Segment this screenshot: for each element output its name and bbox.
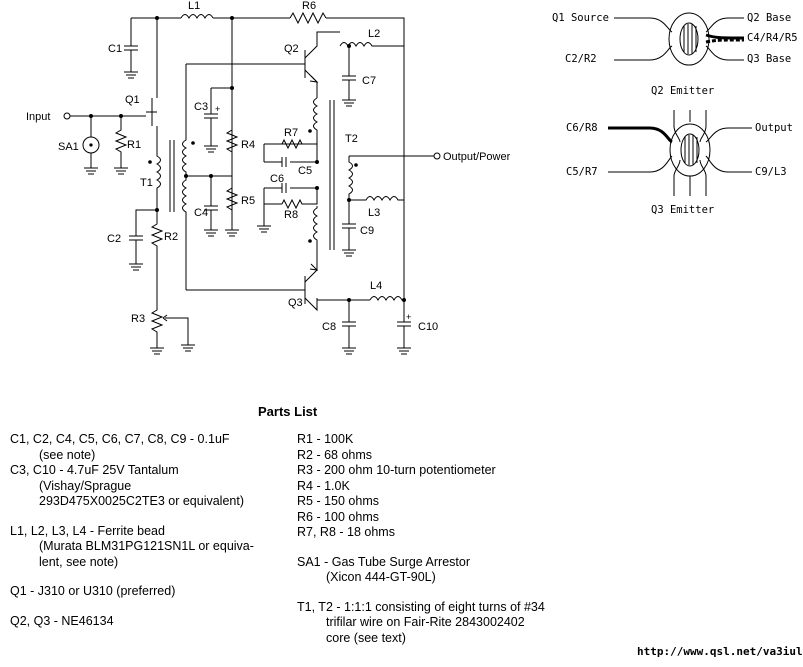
c10-capacitor [397,300,411,355]
parts-list-line: Q1 - J310 or U310 (preferred) [10,584,176,598]
parts-list-line: (Xicon 444-GT-90L) [326,570,436,584]
t2-c6-r8-label: C6/R8 [566,122,598,134]
r1-resistor [114,116,128,175]
c7-capacitor [342,46,356,107]
c2-label: C2 [107,233,121,245]
r8-label: R8 [284,209,298,221]
parts-list-line: 293D475X0025C2TE3 or equivalent) [39,494,244,508]
parts-list-line: R2 - 68 ohms [297,447,373,462]
output-label: Output/Power [443,151,511,163]
c1-capacitor [124,18,138,79]
parts-list-line: R3 - 200 ohm 10-turn potentiometer [297,463,496,477]
c4-label: C4 [194,207,208,219]
l2-label: L2 [368,28,380,40]
r3-label: R3 [131,313,145,325]
l1-inductor [180,14,214,20]
svg-text:+: + [215,104,220,114]
r4-label: R4 [241,139,255,151]
parts-list-left-column: C1, C2, C4, C5, C6, C7, C8, C9 - 0.1uF(s… [10,432,254,629]
l3-label: L3 [368,207,380,219]
c6-label: C6 [270,173,284,185]
c6-capacitor [281,183,287,193]
parts-list-line: lent, see note) [39,554,119,569]
parts-list-line: core (see text) [326,630,406,645]
r6-resistor [289,11,327,25]
c5-label: C5 [298,165,312,177]
toroid1-diagram: Q1 Source C2/R2 Q2 Base C4/R4/R5 Q3 Base [552,12,798,66]
parts-list-line: (Vishay/Sprague [39,478,132,493]
parts-list-line: R6 - 100 ohms [297,509,379,524]
parts-list: Parts List C1, C2, C4, C5, C6, C7, C8, C… [0,400,803,667]
r2-label: R2 [164,231,178,243]
parts-list-line: R5 - 150 ohms [297,494,379,508]
r7-label: R7 [284,127,298,139]
r2-resistor [150,210,164,300]
r1-label: R1 [127,139,141,151]
t2-output-label: Output [755,122,793,134]
q1-label: Q1 [125,94,140,106]
input-label: Input [26,111,50,123]
t2-q3-emitter-label: Q3 Emitter [651,204,714,216]
l4-label: L4 [370,280,382,292]
toroid2-diagram: Q2 Emitter C6/R8 C5/R7 Output C9/L3 Q3 E… [566,85,793,216]
c8-capacitor [342,300,356,355]
r7-resistor [264,138,303,150]
t2-c5-r7-label: C5/R7 [566,166,598,178]
parts-list-line [10,600,254,614]
r3-potentiometer [150,300,164,355]
q3-label: Q3 [288,297,303,309]
sa1-label: SA1 [58,141,79,153]
parts-list-line: (see note) [39,447,96,462]
q3-transistor [309,263,319,271]
r5-label: R5 [241,195,255,207]
parts-list-line: R4 - 1.0K [297,478,350,493]
parts-list-line: trifilar wire on Fair-Rite 2843002402 [326,615,525,629]
c9-label: C9 [360,225,374,237]
t1-c2-r2-label: C2/R2 [565,53,597,65]
parts-list-line [297,541,545,555]
r4-resistor [225,129,239,153]
c7-label: C7 [362,75,376,87]
parts-list-line: R7, R8 - 18 ohms [297,525,395,539]
parts-list-line: L1, L2, L3, L4 - Ferrite bead [10,523,165,538]
t1-label: T1 [140,177,153,189]
parts-list-line: R1 - 100K [297,432,354,446]
t2-c9-l3-label: C9/L3 [755,166,787,178]
l1-label: L1 [188,0,200,12]
r6-label: R6 [302,0,316,12]
t2-label: T2 [345,133,358,145]
c10-label: C10 [418,321,438,333]
c8-label: C8 [322,321,336,333]
parts-list-line [297,586,545,600]
parts-list-line: C1, C2, C4, C5, C6, C7, C8, C9 - 0.1uF [10,432,230,446]
parts-list-line: C3, C10 - 4.7uF 25V Tantalum [10,463,179,477]
q2-transistor [309,75,319,83]
t1-q3-base-label: Q3 Base [747,53,791,65]
t1-q2-base-label: Q2 Base [747,12,791,24]
svg-text:+: + [406,312,411,322]
t1-c4-r4-r5-label: C4/R4/R5 [747,32,798,44]
parts-list-line [10,570,254,584]
t2-q2-emitter-label: Q2 Emitter [651,85,714,97]
c5-capacitor [281,157,287,167]
parts-list-line: Q2, Q3 - NE46134 [10,613,114,628]
parts-list-title: Parts List [258,404,318,419]
source-url: http://www.qsl.net/va3iul/ [637,645,803,658]
r5-resistor [225,187,239,237]
c3-capacitor [204,87,232,153]
c4-capacitor [204,176,218,237]
q2-label: Q2 [284,43,299,55]
c9-capacitor [342,200,356,257]
c3-label: C3 [194,101,208,113]
schematic-diagram: + + Input Output/Power [26,0,798,355]
r8-resistor [281,188,318,210]
t1-q1-source-label: Q1 Source [552,12,609,24]
parts-list-line: (Murata BLM31PG121SN1L or equiva- [39,539,254,553]
c1-label: C1 [108,43,122,55]
parts-list-line: SA1 - Gas Tube Surge Arrestor [297,554,470,569]
parts-list-line [10,510,254,524]
c2-capacitor [129,235,143,271]
parts-list-line: T1, T2 - 1:1:1 consisting of eight turns… [297,599,545,614]
